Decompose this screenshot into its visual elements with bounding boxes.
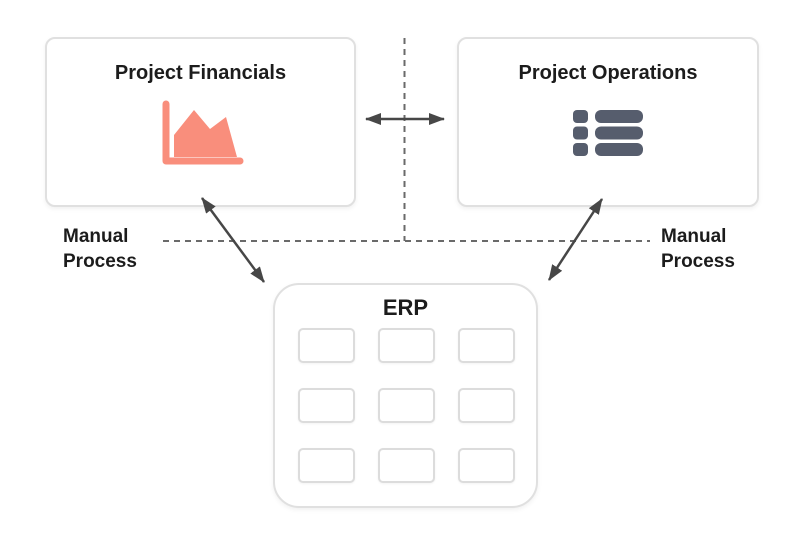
- list-icon: [573, 110, 643, 156]
- erp-module-tile: [298, 328, 355, 363]
- node-title-financials: Project Financials: [114, 62, 287, 84]
- erp-module-tile: [378, 388, 435, 423]
- erp-module-tile: [458, 448, 515, 483]
- node-title-operations: Project Operations: [518, 62, 698, 84]
- node-project-financials: Project Financials: [45, 37, 356, 207]
- erp-module-tile: [458, 328, 515, 363]
- erp-module-tile: [458, 388, 515, 423]
- node-erp: ERP: [273, 283, 538, 508]
- node-project-operations: Project Operations: [457, 37, 759, 207]
- erp-module-tile: [378, 448, 435, 483]
- erp-grid: [298, 328, 515, 483]
- node-title-erp: ERP: [382, 295, 429, 320]
- erp-module-tile: [298, 448, 355, 483]
- area-chart-icon: [162, 100, 243, 165]
- erp-module-tile: [298, 388, 355, 423]
- manual-process-label-left: Manual Process: [63, 226, 137, 272]
- manual-process-label-right: Manual Process: [661, 226, 735, 272]
- erp-module-tile: [378, 328, 435, 363]
- arrow-financials-erp: [200, 197, 266, 283]
- arrow-operations-erp: [547, 198, 604, 281]
